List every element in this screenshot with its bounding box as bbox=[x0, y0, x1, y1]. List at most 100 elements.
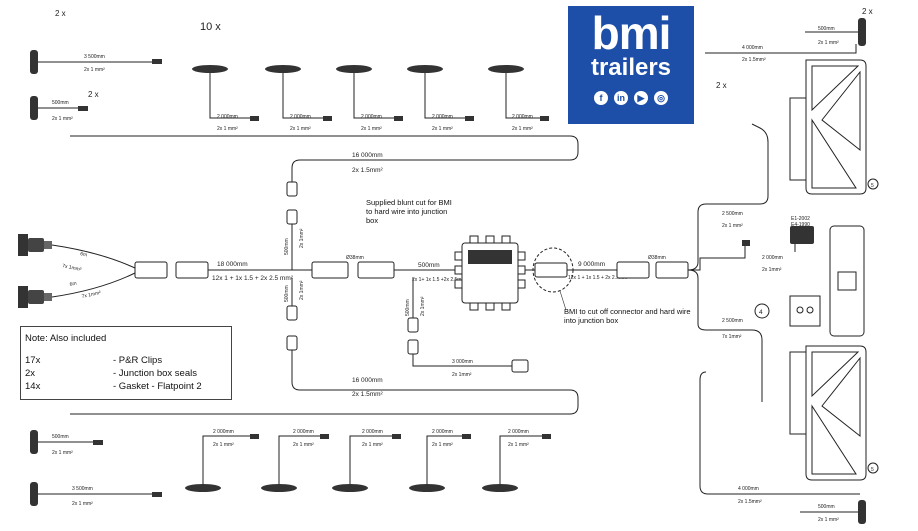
cable-spec: 2x 1mm² bbox=[299, 228, 305, 248]
cable-spec: 12x 1 + 1x 1.5 + 2x 2.5mm² bbox=[568, 275, 629, 281]
side-marker-lamp-right-top bbox=[858, 18, 866, 46]
marker-connector bbox=[323, 116, 332, 121]
rear-lamp-top: 5 bbox=[789, 59, 879, 195]
cable-spec: 2x 1mm² bbox=[420, 296, 426, 316]
t-connector bbox=[311, 261, 349, 279]
cable-spec: 7x 1mm² bbox=[81, 290, 102, 300]
right-connector-socket bbox=[655, 261, 689, 279]
marker-connector bbox=[152, 492, 162, 497]
callout-number-4 bbox=[754, 303, 770, 319]
side-marker-lamp-2 bbox=[30, 96, 38, 120]
cable-length: 2 000mm bbox=[362, 429, 383, 435]
connector-socket bbox=[286, 209, 298, 225]
social-icons: f in ▶ ◎ bbox=[568, 91, 694, 105]
top-marker-row: 2 000mm 2x 1 mm² 2 000mm 2x 1 mm² 2 000m… bbox=[192, 65, 549, 132]
cable-length: 2 000mm bbox=[432, 429, 453, 435]
right-connector-plug bbox=[534, 262, 568, 278]
cable-spec: 7x 1mm² bbox=[722, 334, 742, 340]
marker-lamp bbox=[261, 484, 297, 492]
blunt-cut-callout: Supplied blunt cut for BMI to hard wire … bbox=[366, 198, 452, 225]
cable-spec: 2x 1 mm² bbox=[432, 442, 453, 448]
connector-plug bbox=[511, 359, 529, 373]
qty-label-mid-left: 2 x bbox=[88, 90, 99, 99]
instagram-icon[interactable]: ◎ bbox=[654, 91, 668, 105]
connector-code: Ø38mm bbox=[346, 255, 364, 261]
cable-spec: 2x 1 mm² bbox=[290, 126, 311, 132]
cable-length: 2 000mm bbox=[217, 114, 238, 120]
cable-length: 4 000mm bbox=[742, 45, 763, 51]
top-trunk-cable bbox=[70, 135, 579, 182]
connector-socket bbox=[286, 335, 298, 351]
cable-length: 18 000mm bbox=[217, 261, 248, 268]
cable-length: 500mm bbox=[818, 26, 835, 32]
note-item-qty: 14x bbox=[25, 381, 41, 392]
facebook-icon[interactable]: f bbox=[594, 91, 608, 105]
cable-spec: 2x 1 mm² bbox=[362, 442, 383, 448]
linkedin-icon[interactable]: in bbox=[614, 91, 628, 105]
t-connector-socket bbox=[357, 261, 395, 279]
cable-spec: 2x 1 mm² bbox=[72, 501, 93, 507]
cable-length: 2 500mm bbox=[722, 318, 743, 324]
marker-connector bbox=[542, 434, 551, 439]
plate-code: E1-2002 bbox=[791, 216, 810, 222]
top-left-marker-group: 2 x 3 500mm 2x 1 mm² 2 x 500mm 2x 1 mm² bbox=[30, 9, 162, 122]
cable-length: 16 000mm bbox=[352, 377, 383, 384]
logo-line-2: trailers bbox=[590, 54, 672, 81]
cable-spec: 2x 1.5mm² bbox=[742, 57, 766, 63]
logo-line-1: bmi bbox=[591, 7, 672, 59]
marker-connector bbox=[250, 116, 259, 121]
cable-spec: 2x 1 mm² bbox=[508, 442, 529, 448]
qty-label-right-top: 2 x bbox=[862, 7, 873, 16]
marker-connector bbox=[250, 434, 259, 439]
cable-length: 4 000mm bbox=[738, 486, 759, 492]
bmi-trailers-logo: bmi trailers f in ▶ ◎ bbox=[568, 6, 694, 124]
qty-label-markers: 10 x bbox=[200, 21, 221, 33]
cable-spec: 2x 1 mm² bbox=[818, 517, 839, 523]
cable-length: 3 500mm bbox=[84, 54, 105, 60]
cable-spec: 2x 1+ 1x 1.5 +2x 2.5mm² bbox=[412, 277, 468, 283]
cable-spec: 2x 1.5mm² bbox=[352, 391, 384, 398]
marker-lamp bbox=[265, 65, 301, 73]
qty-label-top-left: 2 x bbox=[55, 9, 66, 18]
cut-off-callout: BMI to cut off connector and hard wire i… bbox=[564, 307, 691, 325]
marker-lamp bbox=[185, 484, 221, 492]
youtube-icon[interactable]: ▶ bbox=[634, 91, 648, 105]
marker-lamp bbox=[192, 65, 228, 73]
connector-socket bbox=[407, 339, 419, 355]
cable-spec: 2x 1.5mm² bbox=[738, 499, 762, 505]
cable-spec: 2x 1 mm² bbox=[217, 126, 238, 132]
note-box: Note: Also included 17x - P&R Clips 2x -… bbox=[20, 326, 232, 400]
bottom-left-marker-group: 500mm 2x 1 mm² 3 500mm 2x 1 mm² bbox=[30, 430, 162, 507]
marker-connector bbox=[320, 434, 329, 439]
connector-plug bbox=[286, 181, 298, 197]
cable-spec: 2x 1 mm² bbox=[52, 450, 73, 456]
cable-spec: 2x 1mm² bbox=[452, 372, 472, 378]
cable-length: 2 000mm bbox=[290, 114, 311, 120]
marker-lamp bbox=[332, 484, 368, 492]
callout-number: 5 bbox=[871, 467, 874, 473]
note-item-desc: - Gasket - Flatpoint 2 bbox=[113, 381, 202, 392]
connector-plug bbox=[742, 240, 750, 246]
cable-length: 500mm bbox=[52, 100, 69, 106]
cable-length: 500mm bbox=[418, 262, 440, 269]
marker-lamp bbox=[482, 484, 518, 492]
connector-plug bbox=[407, 317, 419, 333]
cable-spec: 7x 1mm² bbox=[62, 263, 83, 273]
cable-spec: 2x 1 mm² bbox=[84, 67, 105, 73]
marker-connector bbox=[152, 59, 162, 64]
cable-spec: 2x 1 mm² bbox=[512, 126, 533, 132]
note-title: Note: Also included bbox=[25, 333, 107, 344]
cable-length: 500mm bbox=[284, 285, 290, 302]
connector-plug bbox=[286, 305, 298, 321]
plate-bracket bbox=[789, 225, 865, 337]
junction-box bbox=[454, 235, 526, 311]
cable-length: 3 500mm bbox=[72, 486, 93, 492]
cable-length: 2 000mm bbox=[512, 114, 533, 120]
cable-spec: 2x 1 mm² bbox=[722, 223, 743, 229]
note-item-desc: - Junction box seals bbox=[113, 368, 197, 379]
cable-spec: 2x 1 mm² bbox=[432, 126, 453, 132]
marker-connector bbox=[540, 116, 549, 121]
cable-length: 2 000mm bbox=[762, 255, 783, 261]
cable-spec: 2x 1 mm² bbox=[818, 40, 839, 46]
